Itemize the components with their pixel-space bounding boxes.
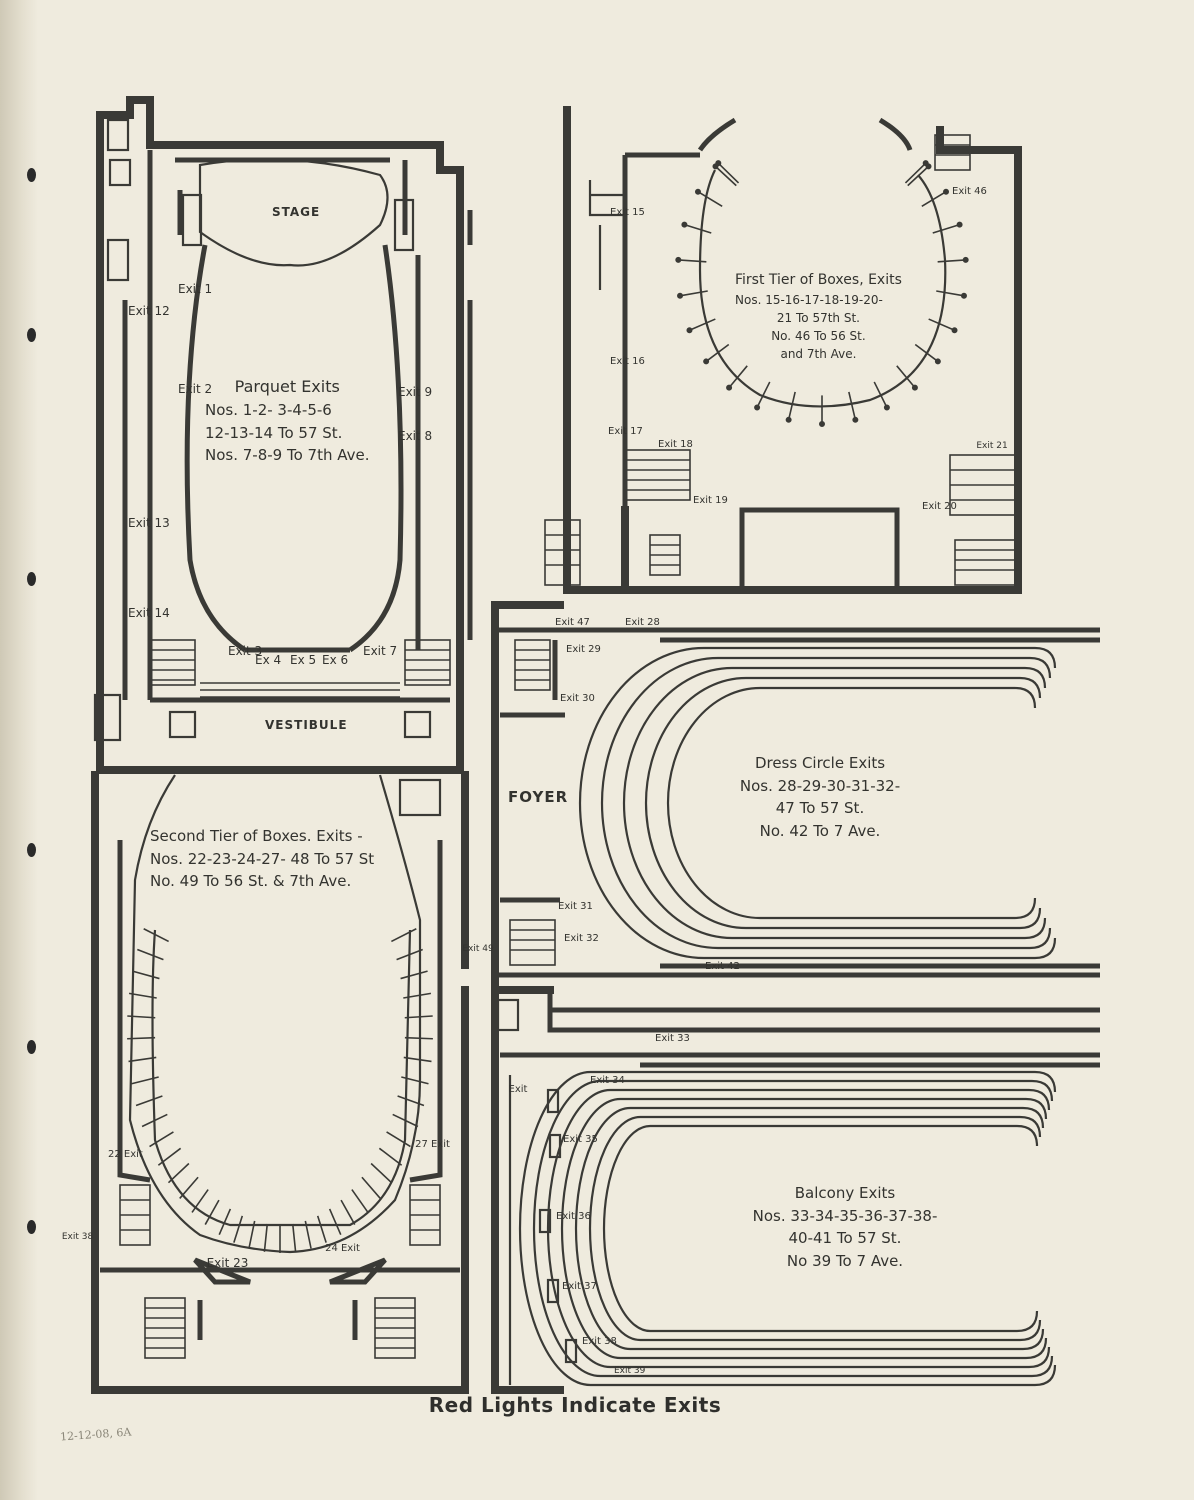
exit-label: Exit 46 — [952, 186, 987, 197]
exit-label: 24 Exit — [325, 1243, 360, 1254]
exit-label: Exit 47 — [555, 617, 590, 628]
dress-circle-title-line: 47 To 57 St. — [775, 799, 865, 817]
exit-label: Exit 35 — [563, 1134, 598, 1145]
binding-hole — [27, 168, 36, 182]
exit-label: Exit 29 — [566, 644, 601, 655]
binding-hole — [27, 1220, 36, 1234]
binding-hole — [27, 572, 36, 586]
exit-label: Exit 37 — [562, 1281, 597, 1292]
first-tier-title: First Tier of Boxes, Exits Nos. 15-16-17… — [735, 270, 902, 363]
balcony-title-line: 40-41 To 57 St. — [788, 1229, 902, 1247]
parquet-title-line: 12-13-14 To 57 St. — [205, 423, 343, 442]
exit-label: Ex 5 — [290, 653, 317, 667]
binding-edge — [0, 0, 38, 1500]
first-tier-title-line: Nos. 15-16-17-18-19-20- — [735, 293, 883, 307]
parquet-title-line: Nos. 1-2- 3-4-5-6 — [205, 401, 332, 419]
exit-label: Exit 14 — [128, 606, 170, 620]
exit-label: Exit 23 — [206, 1256, 249, 1270]
exit-label: Exit 49 — [462, 944, 494, 954]
exit-label: Exit 17 — [608, 426, 643, 437]
exit-label: Exit 30 — [560, 693, 595, 704]
exit-label: Exit 16 — [610, 356, 645, 367]
exit-label: Exit 33 — [655, 1033, 690, 1044]
parquet-plan — [93, 96, 473, 774]
exit-label: Exit 34 — [590, 1075, 625, 1086]
parquet-title: Parquet Exits Nos. 1-2- 3-4-5-6 12-13-14… — [205, 375, 370, 467]
second-tier-plan — [91, 771, 469, 1394]
balcony-plan — [491, 986, 1100, 1394]
foyer-label: FOYER — [508, 788, 569, 806]
exit-label: Exit 15 — [610, 207, 645, 218]
exit-label: Ex 6 — [322, 653, 349, 667]
balcony-title-line: No 39 To 7 Ave. — [786, 1251, 904, 1270]
exit-label: Exit 8 — [398, 429, 433, 443]
exit-label: Exit 42 — [705, 961, 740, 972]
exit-label: Exit — [508, 1084, 528, 1095]
stage-label: STAGE — [272, 205, 321, 219]
dress-circle-plan — [491, 601, 1100, 989]
dress-circle-title-line: No. 42 To 7 Ave. — [759, 821, 881, 840]
exit-label: Exit 9 — [398, 385, 433, 399]
exit-label: Ex 4 — [255, 653, 282, 667]
second-tier-title: Second Tier of Boxes. Exits - Nos. 22-23… — [150, 825, 374, 893]
parquet-title-line: Nos. 7-8-9 To 7th Ave. — [205, 446, 370, 464]
vestibule-label: VESTIBULE — [265, 718, 348, 732]
balcony-title-line: Nos. 33-34-35-36-37-38- — [752, 1206, 938, 1225]
dress-circle-title: Dress Circle Exits Nos. 28-29-30-31-32- … — [730, 752, 910, 842]
exit-label: 27 Exit — [415, 1139, 450, 1150]
first-tier-plan — [544, 106, 1022, 594]
exit-label: Exit 20 — [922, 501, 957, 512]
balcony-title: Balcony Exits Nos. 33-34-35-36-37-38- 40… — [725, 1182, 965, 1272]
second-tier-title-line: Second Tier of Boxes. Exits - — [150, 827, 363, 845]
first-tier-title-line: No. 46 To 56 St. — [771, 329, 866, 343]
exit-label: 22 Exit — [108, 1149, 143, 1160]
exit-label: Exit 39 — [614, 1366, 646, 1376]
second-tier-title-line: Nos. 22-23-24-27- 48 To 57 St — [150, 849, 375, 868]
exit-label: Exit 31 — [558, 901, 593, 912]
exit-label: Exit 2 — [178, 382, 213, 396]
first-tier-title-line: 21 To 57th St. — [776, 311, 860, 325]
dress-circle-title-line: Nos. 28-29-30-31-32- — [739, 776, 901, 795]
footer-caption: Red Lights Indicate Exits — [428, 1393, 722, 1417]
exit-label: Exit 38 — [61, 1232, 94, 1242]
exit-label: Exit 28 — [625, 617, 660, 628]
exit-label: Exit 32 — [564, 933, 599, 944]
exit-label: Exit 13 — [128, 516, 170, 530]
balcony-title-line: Balcony Exits — [794, 1184, 896, 1202]
exit-label: Exit 21 — [976, 441, 1008, 451]
exit-label: Exit 12 — [128, 304, 170, 318]
second-tier-title-line: No. 49 To 56 St. & 7th Ave. — [150, 872, 352, 890]
exit-label: Exit 3 — [228, 644, 263, 658]
exit-label: Exit 18 — [658, 439, 693, 450]
binding-hole — [27, 1040, 36, 1054]
parquet-title-line: Parquet Exits — [234, 377, 340, 396]
binding-hole — [27, 328, 36, 342]
exit-label: Exit 36 — [556, 1211, 591, 1222]
dress-circle-title-line: Dress Circle Exits — [754, 754, 886, 772]
exit-label: Exit 1 — [178, 282, 213, 296]
exit-label: Exit 38 — [582, 1336, 617, 1347]
exit-label: Exit 19 — [693, 495, 728, 506]
exit-label: Exit 7 — [363, 644, 398, 658]
binding-hole — [27, 843, 36, 857]
first-tier-title-line: and 7th Ave. — [780, 347, 857, 361]
first-tier-title-line: First Tier of Boxes, Exits — [735, 272, 902, 288]
